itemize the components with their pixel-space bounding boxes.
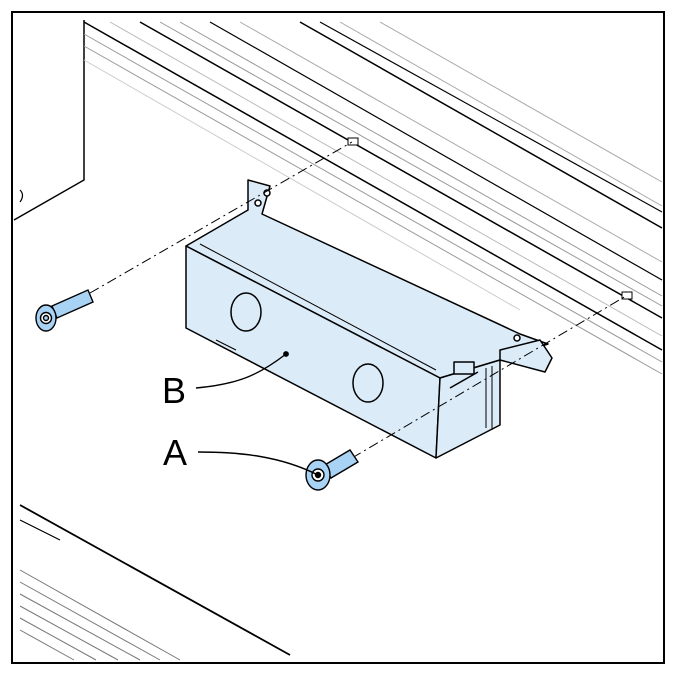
assembly-guide-lines [89,141,627,459]
chassis-left-panel [13,20,85,221]
lower-rail [19,504,291,661]
callout-a-leader [197,451,321,478]
diagram-frame [11,11,665,664]
callout-label-a: A [163,432,187,473]
callout-label-b: B [162,370,186,411]
screw-a [305,449,359,491]
callout-b-leader [195,351,289,389]
mounting-bracket [185,179,553,459]
screw-left [35,289,94,332]
upper-rail [83,21,663,375]
